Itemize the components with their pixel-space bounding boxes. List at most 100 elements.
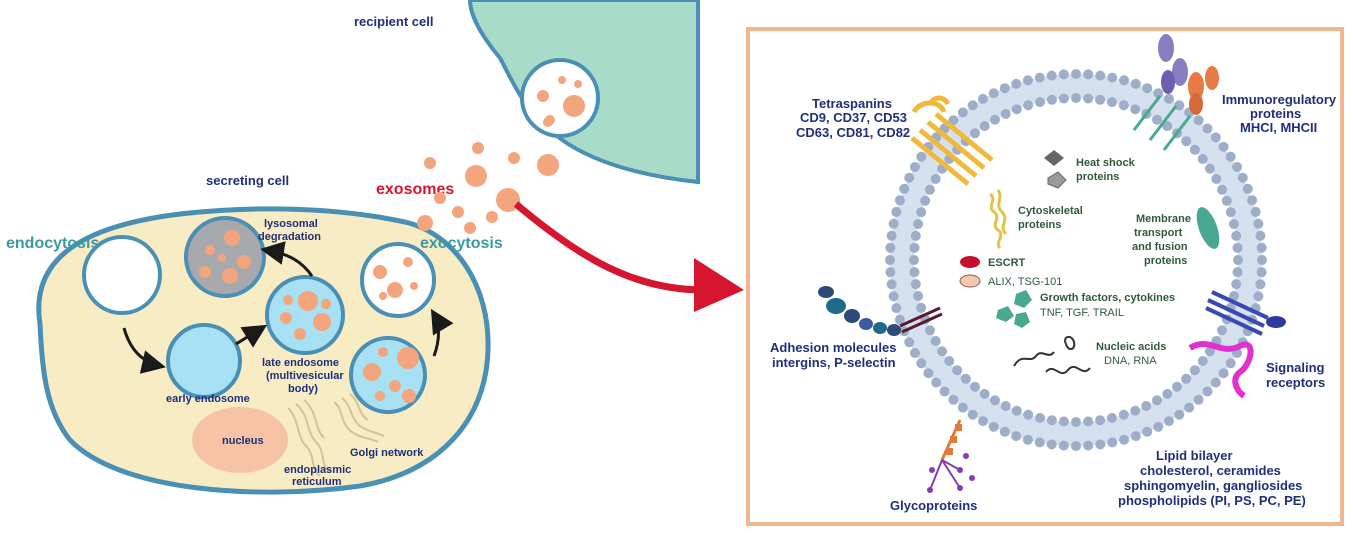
lipid-head (885, 242, 896, 253)
signaling-receptor-icon (1188, 290, 1286, 399)
lipid-head (1152, 114, 1162, 125)
lipid-head (1130, 104, 1141, 115)
lipid-head (1071, 417, 1081, 427)
late-endosome-label-3: body) (288, 383, 318, 395)
membrane-transport-label-4: proteins (1144, 255, 1187, 267)
signaling-label-1: Signaling (1266, 360, 1325, 375)
lipid-head (1071, 69, 1081, 79)
lipid-head (1232, 242, 1243, 253)
lipid-head (1142, 426, 1153, 437)
lipid-head (920, 195, 931, 206)
membrane-transport-label-1: Membrane (1136, 213, 1191, 225)
lipid-head (990, 114, 1000, 125)
tetraspanins-label-1: Tetraspanins (812, 96, 892, 111)
lipid-head (1225, 358, 1236, 369)
growth-factor-icon (996, 290, 1032, 328)
lipid-head (1210, 132, 1221, 143)
lipid-head (885, 255, 895, 265)
lipid-label-1: Lipid bilayer (1156, 448, 1233, 463)
lipid-head (888, 218, 899, 229)
lipid-head (999, 426, 1010, 437)
heat-shock-label-2: proteins (1076, 171, 1119, 183)
lipid-head (1255, 279, 1266, 290)
lipid-head (1228, 291, 1239, 301)
lipid-head (1211, 174, 1222, 184)
lipid-head (967, 409, 978, 420)
lipid-head (1107, 97, 1117, 108)
exosome-zoom-arrow (513, 201, 744, 312)
lipid-head (979, 121, 990, 132)
lipid-head (1221, 195, 1232, 206)
lipid-head (1119, 434, 1130, 445)
lipid-head (888, 291, 899, 302)
lipid-head (1247, 195, 1258, 206)
lipid-head (1184, 402, 1195, 413)
dna-label: DNA, RNA (1104, 355, 1157, 367)
lipid-label-3: sphingomyelin, gangliosides (1124, 478, 1302, 493)
lipid-head (939, 386, 950, 397)
nucleic-acid-icon (1013, 336, 1091, 375)
signaling-label-2: receptors (1266, 375, 1325, 390)
nucleus (192, 407, 288, 473)
late-endosome-label-1: late endosome (262, 357, 339, 369)
lipid-head (1189, 144, 1200, 155)
adhesion-label-1: Adhesion molecules (770, 340, 896, 355)
tetraspanins-label-2: CD9, CD37, CD53 (800, 110, 907, 125)
exosomes-label: exosomes (376, 181, 454, 198)
lipid-head (925, 325, 935, 336)
lipid-head (1162, 388, 1173, 399)
lipid-head (967, 100, 978, 111)
lipid-head (891, 303, 902, 314)
er-label-2: reticulum (292, 476, 342, 488)
lipid-head (1189, 365, 1200, 376)
late-endosome-label-2: (multivesicular (266, 370, 344, 382)
lipid-head (894, 195, 905, 206)
lipid-head (952, 365, 963, 376)
lipid-head (1162, 121, 1173, 132)
early-endosome-label: early endosome (166, 393, 250, 405)
lipid-head (1197, 356, 1208, 366)
lipid-head (925, 184, 935, 195)
lipid-head (1011, 405, 1022, 416)
lipid-head (1011, 78, 1022, 89)
lipid-head (1141, 401, 1152, 411)
endoplasmic-reticulum-shape (287, 399, 331, 477)
lipid-head (1256, 267, 1267, 278)
lipid-head (970, 381, 980, 392)
lipid-head (1231, 279, 1242, 290)
golgi-shape (333, 393, 385, 443)
lipid-head (1218, 368, 1229, 379)
lipid-head (944, 356, 955, 366)
lipid-head (970, 128, 980, 139)
adhesion-label-2: intergins, P-selectin (772, 355, 896, 370)
lipid-head (1083, 440, 1094, 451)
lipid-head (979, 388, 990, 399)
heat-shock-icon (1044, 150, 1067, 189)
lipid-head (1046, 94, 1057, 105)
lipid-head (1035, 97, 1045, 108)
lipid-head (923, 368, 934, 379)
lipid-head (930, 336, 941, 346)
lipid-head (1152, 395, 1162, 406)
lipid-head (1253, 218, 1264, 229)
lipid-head (937, 346, 948, 357)
glycoproteins-label: Glycoproteins (890, 498, 977, 513)
lipid-head (904, 172, 915, 183)
cytoskeletal-icon (988, 189, 1008, 250)
lipid-head (1107, 437, 1118, 448)
nucleus-label: nucleus (222, 435, 264, 447)
lipid-head (1233, 255, 1243, 265)
lipid-head (894, 314, 905, 325)
lipid-head (910, 279, 921, 290)
lipid-head (1095, 415, 1106, 426)
lipid-head (1197, 154, 1208, 164)
lipid-head (930, 174, 941, 184)
lipid-head (1022, 434, 1033, 445)
alix-icon (959, 274, 981, 288)
lipid-head (1046, 70, 1057, 81)
lipid-head (886, 279, 897, 290)
lipid-head (1119, 75, 1130, 86)
lipid-head (1232, 162, 1243, 172)
lipid-head (1232, 267, 1243, 278)
lipid-head (1083, 93, 1094, 104)
